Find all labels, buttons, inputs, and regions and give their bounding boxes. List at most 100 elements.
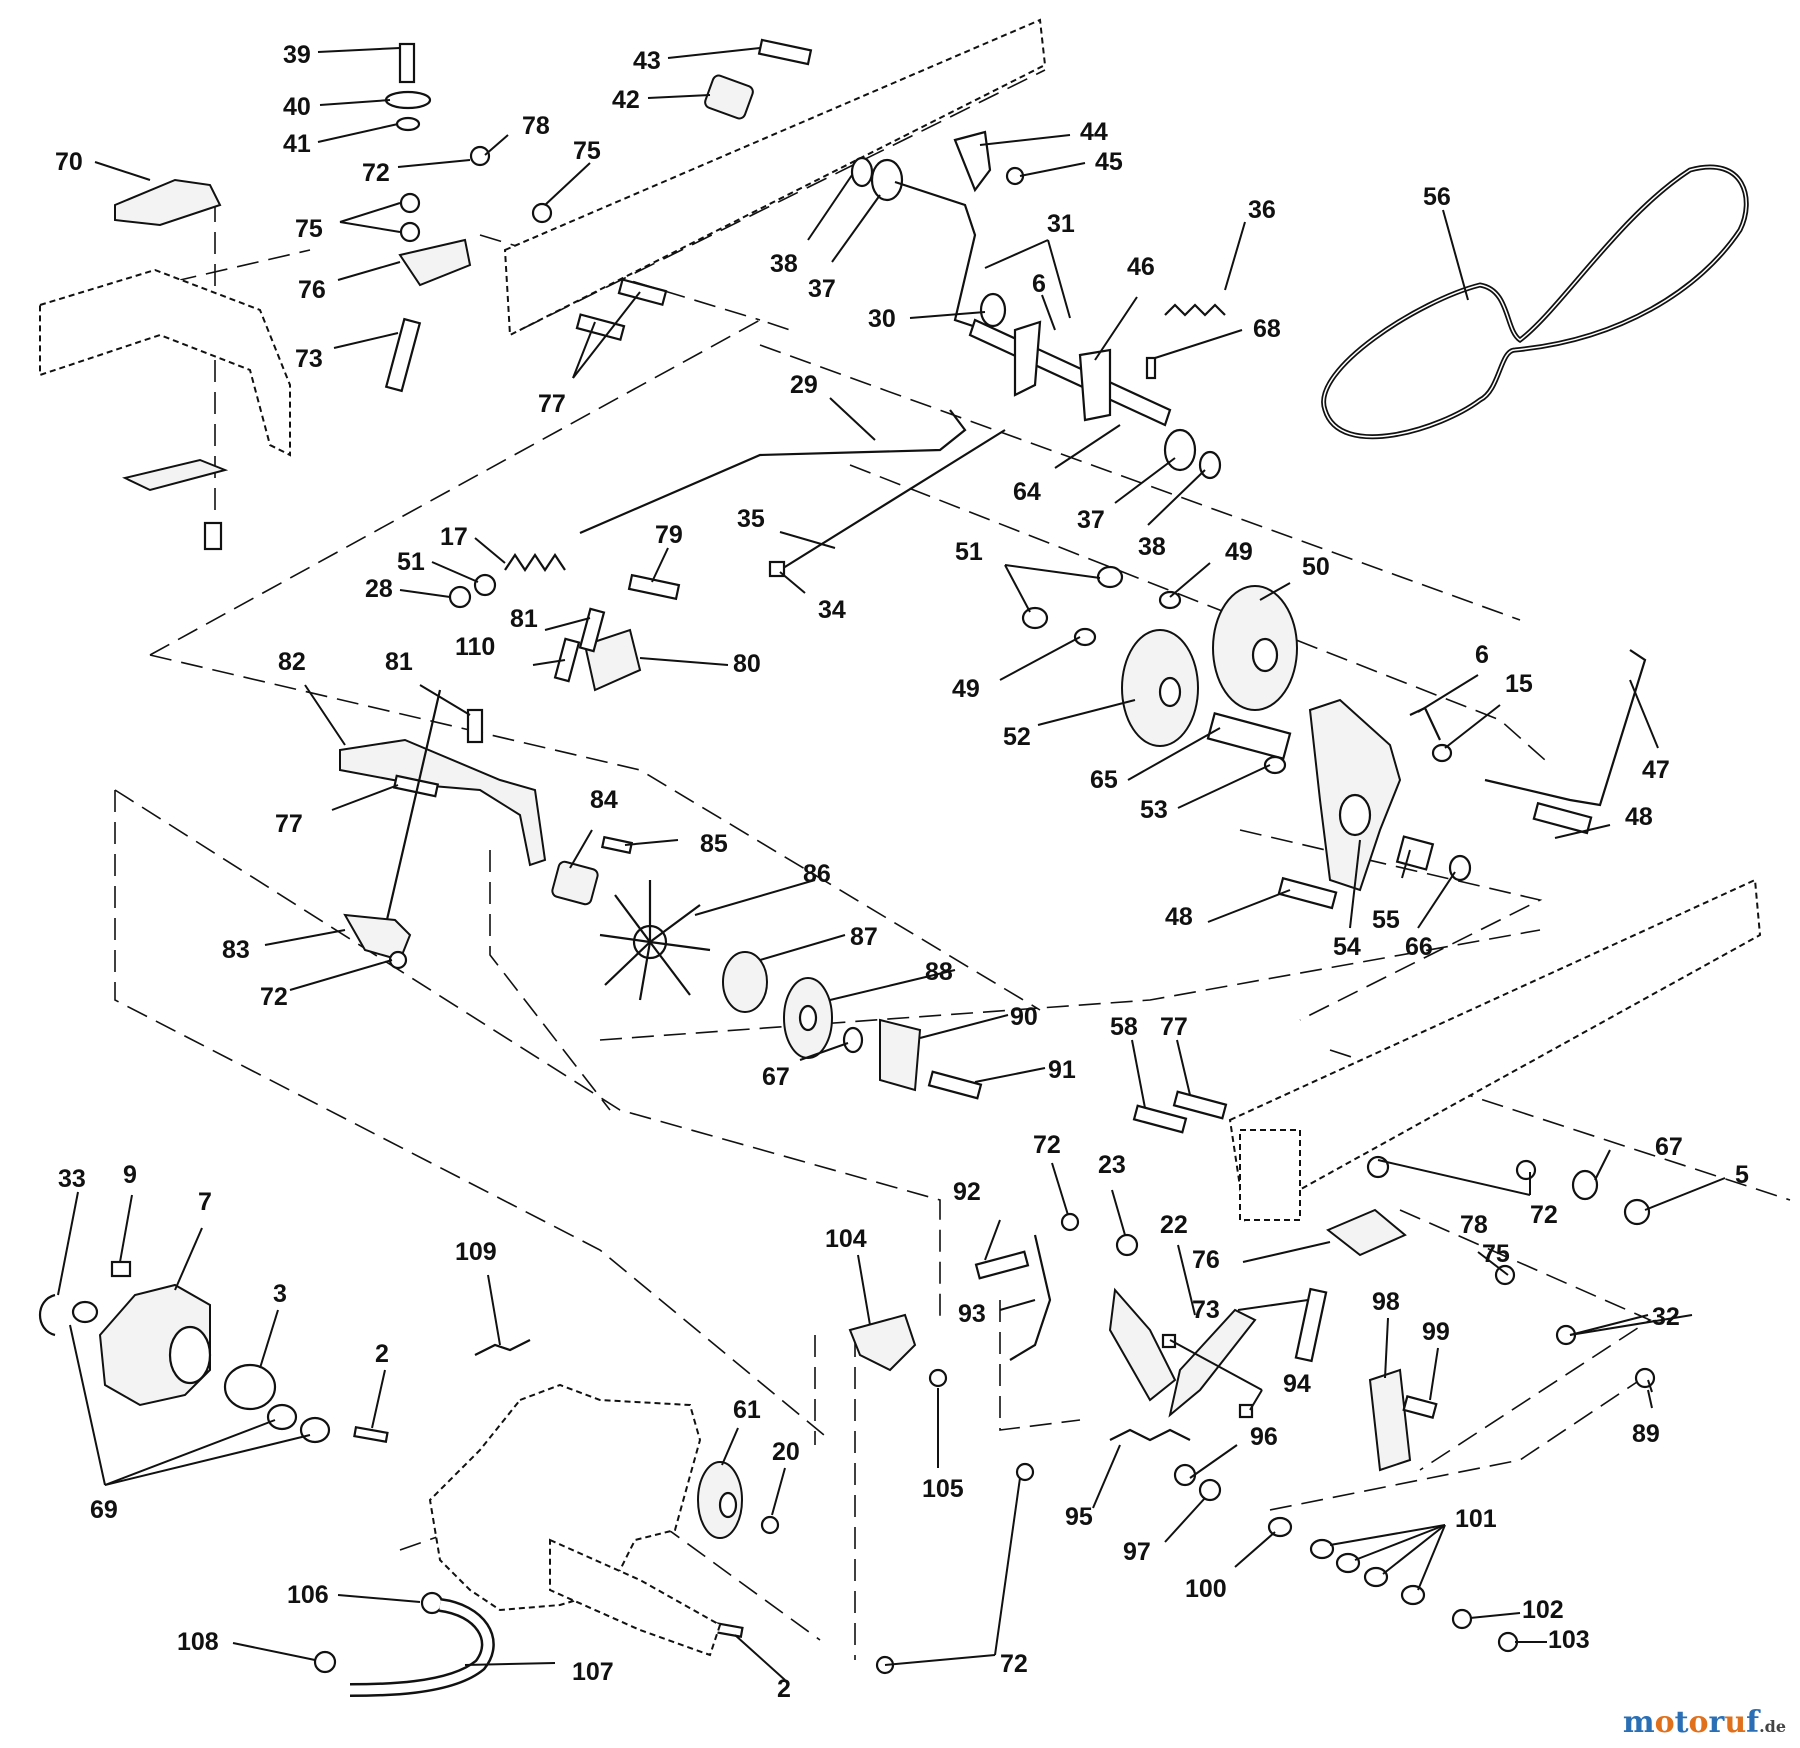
washer-30 — [979, 292, 1007, 328]
pin-6 — [1409, 706, 1441, 741]
washer-69b — [266, 1403, 298, 1431]
callout-5: 5 — [1735, 1161, 1749, 1189]
callout-77: 77 — [538, 390, 566, 418]
bushing-37 — [870, 158, 904, 202]
callout-15: 15 — [1505, 670, 1533, 698]
callout-23: 23 — [1098, 1151, 1126, 1179]
nut-75 — [531, 202, 553, 224]
callout-34: 34 — [818, 596, 846, 624]
callout-20: 20 — [772, 1438, 800, 1466]
arm-31 — [1013, 320, 1042, 397]
bolt-73 — [384, 317, 422, 393]
bracket-104 — [848, 1313, 917, 1372]
callout-75: 75 — [573, 137, 601, 165]
watermark-logo: motoruf.de — [1623, 1705, 1786, 1740]
callout-6: 6 — [1032, 270, 1046, 298]
nut-5 — [1623, 1198, 1651, 1226]
callout-2b: 2 — [777, 1675, 791, 1703]
clip-40 — [384, 90, 432, 110]
pedal-22 — [1108, 1287, 1177, 1402]
callout-22: 22 — [1160, 1211, 1188, 1239]
callout-49: 49 — [1225, 538, 1253, 566]
bushing-51b — [1021, 606, 1049, 630]
bushing-84 — [551, 860, 599, 906]
washer-67a — [842, 1026, 864, 1054]
key-2a — [353, 1426, 389, 1443]
bushing-51a — [1096, 565, 1124, 589]
bolt-81b — [466, 708, 484, 744]
bolt-73b — [1294, 1287, 1328, 1363]
callout-2: 2 — [375, 1340, 389, 1368]
washer-41 — [395, 116, 421, 132]
bolt-74 — [203, 521, 223, 551]
callout-32: 32 — [1652, 1303, 1680, 1331]
callout-80: 80 — [733, 650, 761, 678]
bracket-44 — [953, 130, 992, 193]
callout-76: 76 — [298, 276, 326, 304]
callout-105: 105 — [922, 1475, 964, 1503]
washer-101b — [1335, 1552, 1361, 1574]
washer-66 — [1448, 854, 1472, 882]
washer-69a — [71, 1300, 99, 1324]
callout-40: 40 — [283, 93, 311, 121]
callout-83: 83 — [222, 936, 250, 964]
callout-9: 9 — [123, 1161, 137, 1189]
callout-58: 58 — [1110, 1013, 1138, 1041]
callout-107: 107 — [572, 1658, 614, 1686]
callout-72e: 72 — [1000, 1650, 1028, 1678]
callout-35: 35 — [737, 505, 765, 533]
callout-79: 79 — [655, 521, 683, 549]
callout-77c: 77 — [1160, 1013, 1188, 1041]
watermark-suffix: .de — [1759, 1717, 1786, 1736]
callout-36: 36 — [1248, 196, 1276, 224]
fitting-108 — [313, 1650, 337, 1674]
nut-72c — [1060, 1212, 1080, 1232]
part-shapes — [39, 38, 1749, 1697]
link-93 — [1009, 1234, 1052, 1361]
callout-numbers: 39 40 41 43 42 44 45 70 78 72 75 75 76 7… — [55, 41, 1749, 1703]
callout-64: 64 — [1013, 478, 1041, 506]
callout-39: 39 — [283, 41, 311, 69]
spring-17 — [504, 553, 566, 572]
callout-78b: 78 — [1460, 1211, 1488, 1239]
callout-78: 78 — [522, 112, 550, 140]
shaft-64 — [968, 318, 1172, 427]
rod-link — [378, 689, 442, 951]
washer-53 — [1263, 755, 1287, 775]
callout-88: 88 — [925, 958, 953, 986]
callout-81: 81 — [510, 605, 538, 633]
callout-56: 56 — [1423, 183, 1451, 211]
washer-15 — [1431, 743, 1453, 763]
bolt-65 — [1206, 712, 1292, 760]
bolt-77a — [575, 313, 626, 342]
callout-69: 69 — [90, 1496, 118, 1524]
washer-75a — [399, 192, 421, 214]
callout-48: 48 — [1625, 803, 1653, 831]
callout-91: 91 — [1048, 1056, 1076, 1084]
bolt-85 — [600, 835, 634, 855]
lower-frame-rail — [1228, 878, 1762, 1222]
callout-46: 46 — [1127, 253, 1155, 281]
leader-lines — [57, 47, 1726, 1681]
bolt-48a — [1277, 876, 1338, 910]
callout-86: 86 — [803, 860, 831, 888]
callout-104: 104 — [825, 1225, 867, 1253]
callout-52: 52 — [1003, 723, 1031, 751]
callout-29: 29 — [790, 371, 818, 399]
bracket-46 — [1078, 348, 1112, 422]
callout-77b: 77 — [275, 810, 303, 838]
callout-41: 41 — [283, 130, 311, 158]
callout-72d: 72 — [1530, 1201, 1558, 1229]
callout-7: 7 — [198, 1188, 212, 1216]
bolt-79 — [627, 573, 681, 601]
knob-23 — [1115, 1233, 1139, 1257]
callout-95: 95 — [1065, 1503, 1093, 1531]
nut-102 — [1451, 1608, 1473, 1630]
bracket-83 — [343, 913, 412, 962]
bolt-110 — [553, 637, 581, 683]
callout-109: 109 — [455, 1238, 497, 1266]
callout-93: 93 — [958, 1300, 986, 1328]
bolt-39 — [398, 42, 416, 84]
callout-73b: 73 — [1192, 1296, 1220, 1324]
bracket-70 — [114, 178, 222, 227]
